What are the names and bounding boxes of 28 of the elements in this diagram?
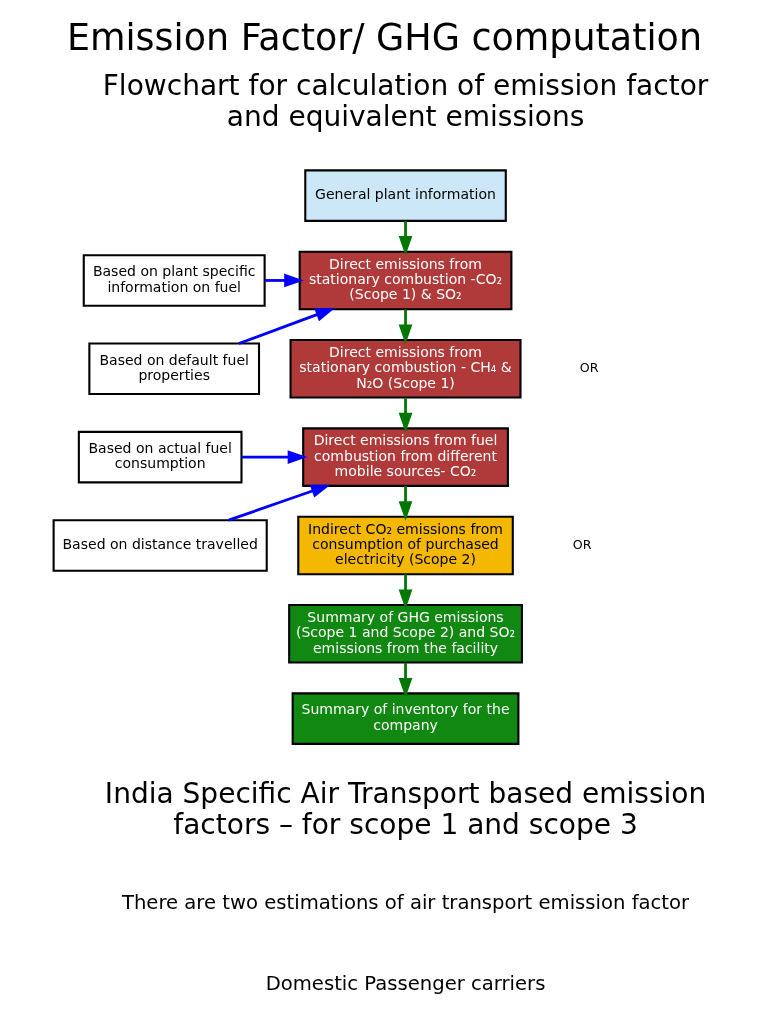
label: OR: [572, 536, 592, 552]
node-box: Direct emissions from stationary combustion -CO₂ (Scope 1) & SO₂: [298, 250, 512, 310]
node-box: Based on plant specific information on fuel: [82, 253, 266, 307]
arrow: [398, 485, 412, 521]
node-box: Summary of GHG emissions (Scope 1 and Scope 2) and SO₂ emissions from the facility: [287, 603, 523, 664]
arrow: [398, 573, 412, 609]
label: There are two estimations of air transport emission factor: [121, 890, 689, 914]
label: Flowchart for calculation of emission factor and equivalent emissions: [102, 68, 708, 133]
node-box: Direct emissions from fuel combustion from different mobile sources- CO₂: [301, 426, 509, 487]
node-box: General plant information: [303, 168, 507, 222]
node-box: Based on actual fuel consumption: [77, 430, 243, 483]
node-box: Direct emissions from stationary combustion - CH₄ & N₂O (Scope 1): [289, 338, 522, 399]
label: OR: [579, 359, 599, 375]
arrow: [398, 662, 412, 698]
arrow: [264, 273, 304, 287]
diagram-title: Emission Factor/ GHG computation: [66, 15, 702, 59]
arrow: [398, 397, 412, 432]
node-box: Indirect CO₂ emissions from consumption of purchased electricity (Scope 2): [296, 515, 514, 575]
label: India Specific Air Transport based emission factors – for scope 1 and scope 3: [104, 776, 706, 841]
arrow: [227, 484, 331, 521]
node-box: Summary of inventory for the company: [291, 691, 519, 745]
node-box: Based on distance travelled: [52, 518, 268, 572]
arrow: [237, 307, 335, 345]
label: Domestic Passenger carriers: [265, 971, 545, 995]
arrow: [398, 220, 412, 256]
arrow: [398, 308, 412, 344]
arrow: [241, 449, 307, 464]
node-box: Based on default fuel properties: [87, 342, 260, 395]
